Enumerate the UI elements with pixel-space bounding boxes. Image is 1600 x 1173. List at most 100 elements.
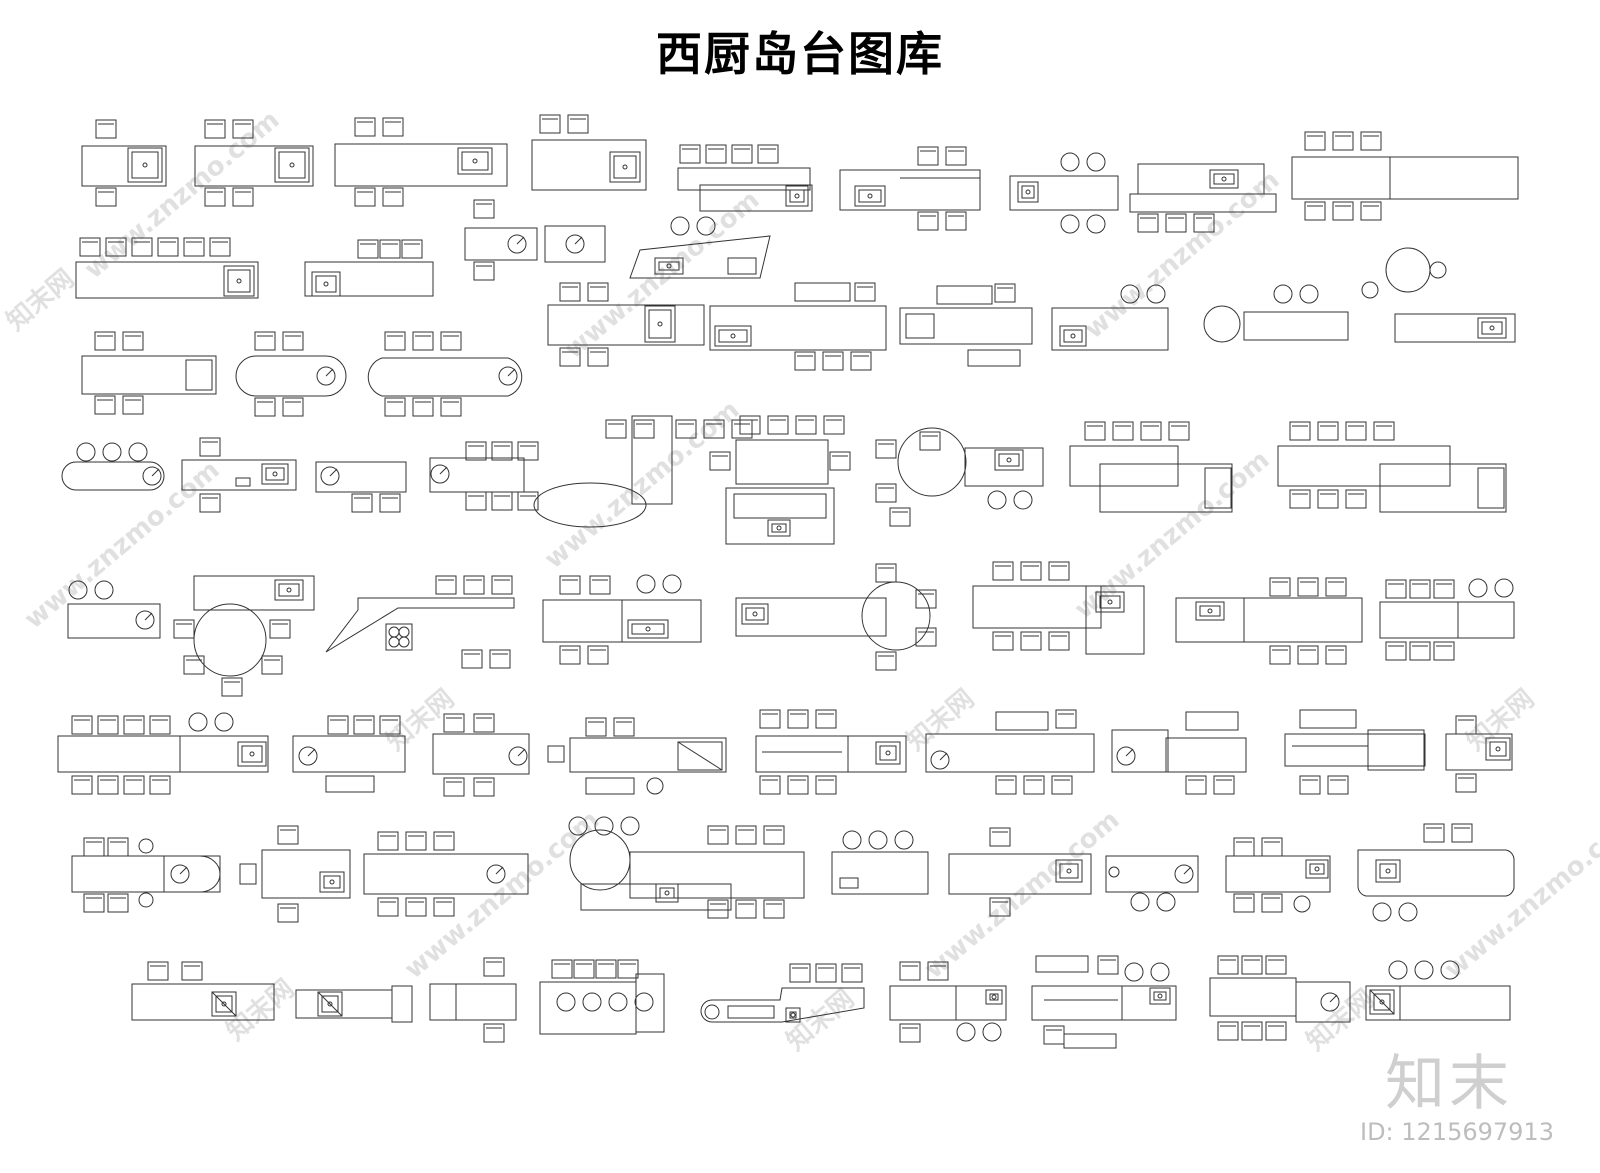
counter — [1291, 156, 1519, 200]
stool — [696, 216, 716, 236]
round-sink — [1320, 992, 1340, 1012]
round-end — [163, 855, 221, 893]
sink-drain — [1070, 333, 1076, 339]
sink — [609, 151, 641, 183]
counter — [677, 167, 811, 191]
chair — [735, 825, 757, 845]
chair — [585, 717, 607, 737]
counter — [1099, 463, 1233, 513]
chair — [787, 709, 809, 729]
sink — [655, 883, 679, 903]
chair — [440, 331, 462, 351]
counter — [1051, 307, 1169, 351]
counter — [391, 985, 413, 1023]
counter — [1209, 977, 1297, 1017]
chair — [97, 715, 119, 735]
stool — [1429, 261, 1447, 279]
chair — [709, 451, 731, 471]
counter — [1137, 163, 1265, 195]
chair — [107, 893, 129, 913]
counter — [57, 735, 269, 773]
chair — [1233, 837, 1255, 857]
chair — [1023, 775, 1045, 795]
chair — [759, 709, 781, 729]
counter — [631, 415, 673, 505]
sink-cross — [317, 991, 343, 1017]
chair — [1455, 715, 1477, 735]
sink — [1095, 591, 1125, 613]
chair — [927, 961, 949, 981]
chair — [517, 491, 539, 511]
chair — [473, 777, 495, 797]
sink-drain — [329, 879, 335, 885]
chair — [1409, 641, 1431, 661]
stool — [1108, 866, 1120, 878]
sink-basin — [1213, 173, 1235, 185]
chair — [915, 589, 937, 609]
stool — [1060, 152, 1080, 172]
counter — [1175, 597, 1363, 643]
chair — [915, 627, 937, 647]
chair — [1051, 775, 1073, 795]
oval-table — [533, 482, 647, 528]
chair — [489, 649, 511, 669]
chair — [473, 713, 495, 733]
sink-basin — [745, 607, 765, 621]
chair — [94, 331, 116, 351]
round-table — [1385, 247, 1431, 293]
sink-cross — [1369, 989, 1395, 1015]
sink — [644, 305, 676, 343]
plant — [1203, 305, 1241, 343]
chair — [261, 655, 283, 675]
chair — [875, 563, 897, 583]
chair — [1433, 579, 1455, 599]
round-counter — [61, 461, 165, 491]
chair — [401, 239, 423, 259]
chair — [1020, 631, 1042, 651]
counter — [239, 863, 257, 885]
sink — [317, 991, 343, 1017]
counter — [1299, 709, 1357, 729]
counter — [755, 735, 907, 773]
chair — [1409, 579, 1431, 599]
chair — [463, 575, 485, 595]
chair — [1373, 421, 1395, 441]
chair — [105, 237, 127, 257]
sink — [854, 185, 886, 207]
chair — [731, 419, 753, 439]
stool — [1013, 490, 1033, 510]
sink — [127, 147, 163, 183]
chair — [95, 187, 117, 207]
chair — [382, 187, 404, 207]
counter — [1277, 445, 1451, 487]
chair — [1137, 213, 1159, 233]
counter — [1165, 737, 1247, 773]
sink-drain — [142, 162, 148, 168]
chair — [815, 775, 837, 795]
stool — [1060, 214, 1080, 234]
chair — [1217, 955, 1239, 975]
sink-drain — [991, 994, 997, 1000]
sink — [1195, 601, 1225, 621]
stool — [68, 580, 88, 600]
faucet — [1329, 994, 1338, 1003]
stool — [662, 574, 682, 594]
chair — [919, 431, 941, 451]
chair — [759, 775, 781, 795]
chair — [613, 717, 635, 737]
counter — [429, 457, 525, 493]
stool — [1398, 902, 1418, 922]
chair — [435, 575, 457, 595]
counter — [1105, 855, 1199, 893]
chair — [1289, 489, 1311, 509]
sink — [223, 265, 255, 297]
stool — [608, 992, 628, 1012]
chair — [1213, 775, 1235, 795]
counter — [1243, 311, 1349, 341]
chair — [491, 575, 513, 595]
chair — [282, 331, 304, 351]
counter — [839, 169, 981, 211]
sink-drain — [645, 626, 651, 632]
sink-drain — [657, 321, 663, 327]
chair — [465, 441, 487, 461]
